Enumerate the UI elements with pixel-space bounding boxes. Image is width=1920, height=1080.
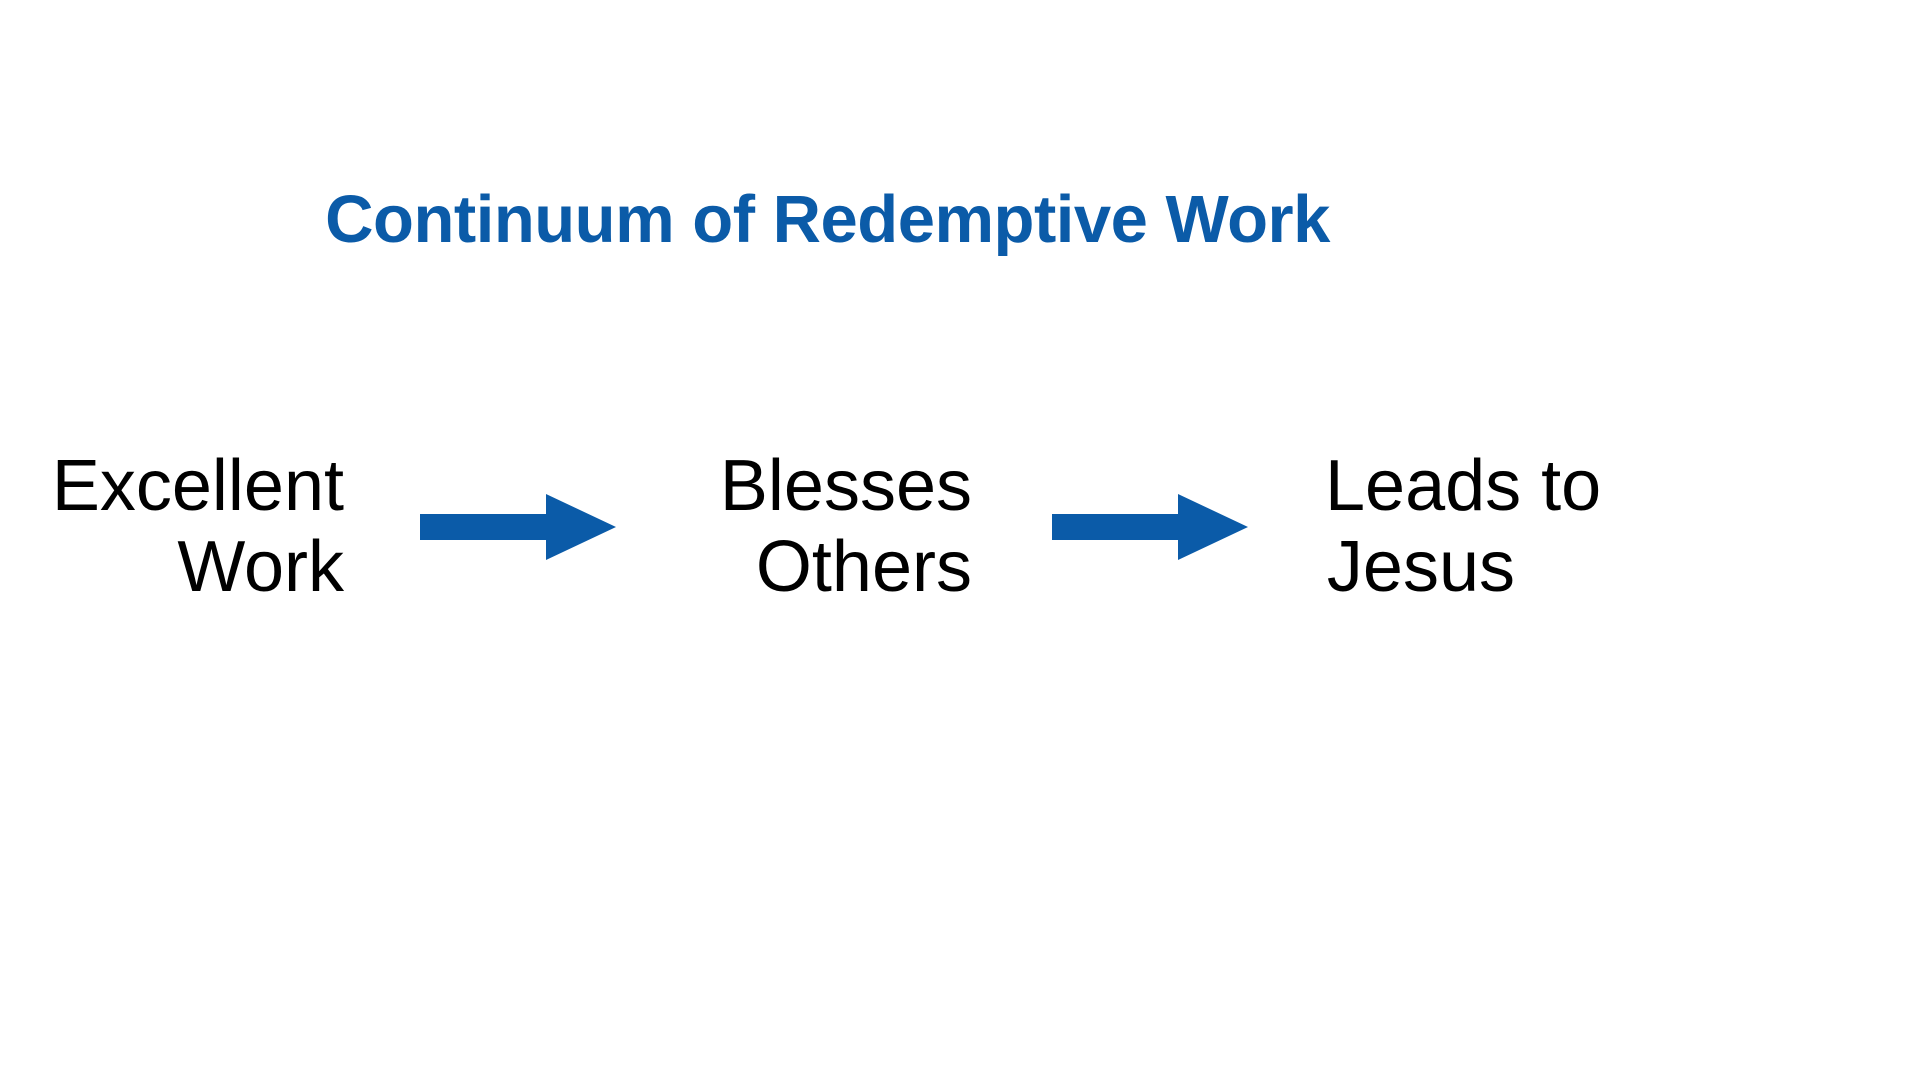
stage-excellent-work-line1: Excellent xyxy=(51,446,344,527)
stage-leads-to-jesus-line2: Jesus xyxy=(1326,527,1515,607)
arrow-right-icon xyxy=(1052,494,1248,560)
stage-leads-to-jesus-line1: Leads to xyxy=(1325,446,1602,527)
stage-blesses-others-line2: Others xyxy=(755,527,972,607)
arrow-right-icon xyxy=(419,494,616,560)
continuum-diagram: Excellent Work Blesses Others Leads to J… xyxy=(0,432,1655,622)
stage-blesses-others-line1: Blesses xyxy=(719,446,972,527)
stage-excellent-work-line2: Work xyxy=(177,527,344,607)
connector-arrow-2 xyxy=(975,494,1325,560)
connector-arrow-1 xyxy=(360,494,675,560)
page-title: Continuum of Redemptive Work xyxy=(325,182,1330,257)
stage-excellent-work: Excellent Work xyxy=(0,446,360,607)
stage-blesses-others: Blesses Others xyxy=(675,446,975,607)
stage-leads-to-jesus: Leads to Jesus xyxy=(1325,446,1645,607)
